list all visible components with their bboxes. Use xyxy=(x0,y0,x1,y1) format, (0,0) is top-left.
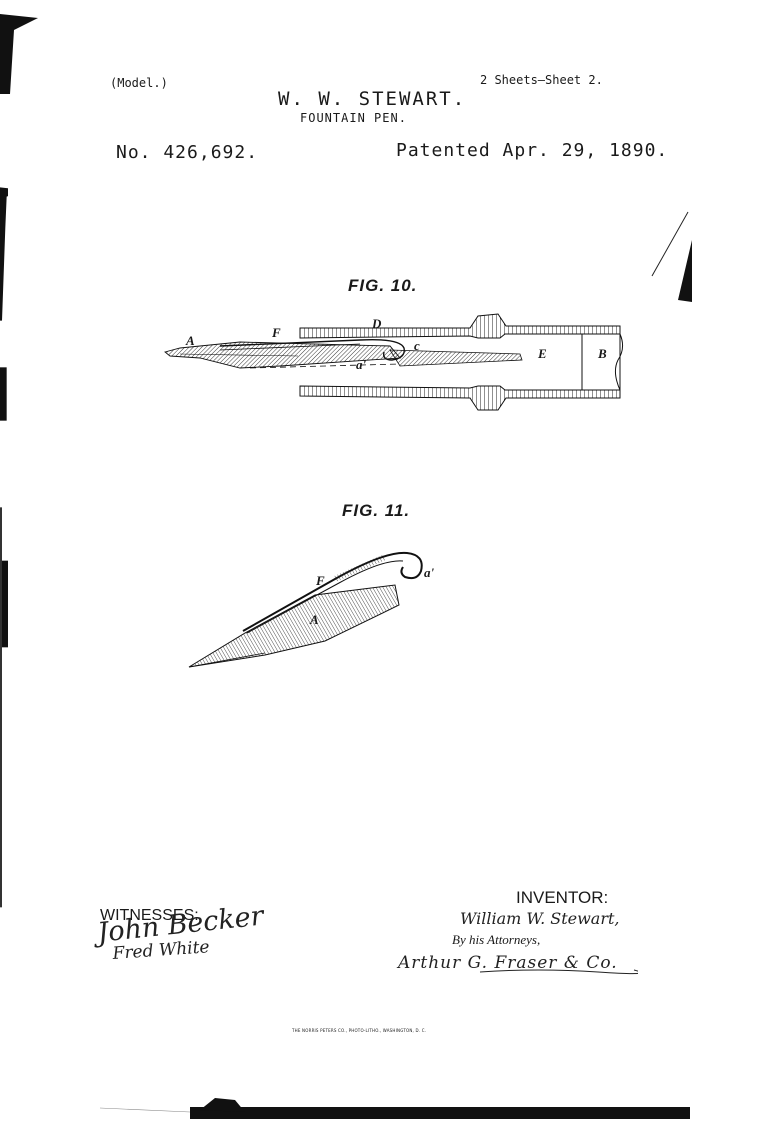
signature-underline xyxy=(479,969,638,975)
fig11-ref-a-prime: a' xyxy=(424,565,435,580)
fig10-label: FIG. 10. xyxy=(348,276,418,295)
model-label: (Model.) xyxy=(110,76,168,90)
sheets-label: 2 Sheets—Sheet 2. xyxy=(480,73,603,87)
scan-smudge-bottom xyxy=(99,1098,245,1113)
printer-imprint: THE NORRIS PETERS CO., PHOTO-LITHO., WAS… xyxy=(292,1028,427,1033)
patent-number: No. 426,692. xyxy=(116,142,259,163)
fig10-ref-d: D xyxy=(372,316,382,331)
fig10-barrel-top xyxy=(299,313,621,339)
fig10-spring xyxy=(219,338,405,361)
invention-title: FOUNTAIN PEN. xyxy=(300,111,407,125)
scan-edge-artifact-top xyxy=(0,14,38,94)
scan-edge-artifact xyxy=(0,187,8,908)
witnesses-label: WITNESSES: xyxy=(100,907,199,924)
attorneys-label: By his Attorneys, xyxy=(452,932,541,947)
inventor-label: INVENTOR: xyxy=(516,888,609,907)
patent-date: Patented Apr. 29, 1890. xyxy=(396,140,669,161)
fig11-label: FIG. 11. xyxy=(342,501,411,520)
fig10-barrel-bottom xyxy=(299,385,621,411)
scan-edge-artifact-right xyxy=(651,211,692,302)
fig10-feed xyxy=(389,349,523,367)
fig10-ref-e: E xyxy=(538,346,547,361)
fig11-ref-a: A xyxy=(310,612,319,627)
fig10-ref-f: F xyxy=(272,325,281,340)
fig10-ref-b: B xyxy=(598,346,607,361)
fig10-nib xyxy=(164,341,401,369)
fig11-drawing xyxy=(188,551,423,668)
fig11-ref-f: F xyxy=(316,573,325,588)
inventor-name-heading: W. W. STEWART. xyxy=(278,88,467,110)
inventor-signature: William W. Stewart, xyxy=(460,909,620,928)
fig10-barrel-end xyxy=(581,333,621,391)
attorney-signature: Arthur G. Fraser & Co. xyxy=(398,953,618,973)
fig10-ref-a: A xyxy=(186,333,195,348)
fig10-ref-c: c xyxy=(414,338,420,353)
scan-edge-artifact-bottom xyxy=(190,1107,690,1119)
fig10-drawing xyxy=(164,313,624,411)
fig11-nib xyxy=(188,584,400,668)
fig10-ref-a-prime: a' xyxy=(356,357,367,372)
